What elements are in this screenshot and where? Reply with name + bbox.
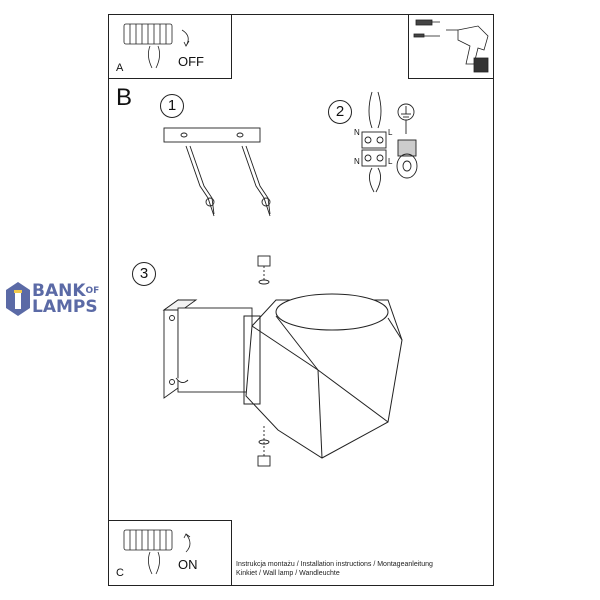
label-n-top: N [354, 128, 360, 137]
brand-name-bottom: LAMPS [32, 297, 98, 317]
terminal-block [361, 91, 387, 193]
screw-top [257, 255, 271, 286]
label-n-bottom: N [354, 157, 360, 166]
caption: Instrukcja montażu / Installation instru… [236, 560, 433, 578]
panel-c-label: C [116, 567, 124, 579]
caption-line-2: Kinkiet / Wall lamp / Wandleuchte [236, 570, 340, 577]
panel-c-switch-on [108, 520, 232, 586]
on-label: ON [178, 557, 198, 572]
step-2-marker: 2 [328, 100, 352, 124]
wall-plug-icon [413, 19, 440, 38]
step-1-marker: 1 [160, 94, 184, 118]
panel-a-label: A [116, 62, 124, 74]
supply-wires [185, 145, 271, 217]
step-3-marker: 3 [132, 262, 156, 286]
panel-b-label: B [116, 84, 133, 111]
brand-logo-text: BANKOF LAMPS [32, 281, 100, 317]
ground-icon [396, 103, 418, 179]
off-label: OFF [178, 54, 204, 69]
brand-name-of: OF [85, 286, 100, 296]
switch-on-icon [123, 529, 191, 575]
mounting-plate [163, 127, 261, 143]
caption-line-1: Instrukcja montażu / Installation instru… [236, 561, 433, 568]
panel-tools [408, 14, 494, 79]
lighthouse-logo-icon [6, 282, 30, 316]
label-l-top: L [388, 128, 393, 137]
wall-bracket [162, 299, 253, 399]
instruction-frame [108, 14, 494, 586]
brand-name-top: BANK [32, 281, 86, 301]
drill-icon [446, 25, 489, 73]
panel-a-switch-off [108, 14, 232, 79]
switch-off-icon [123, 23, 190, 69]
screw-bottom [257, 426, 271, 467]
lamp-body [243, 293, 403, 459]
label-l-bottom: L [388, 157, 393, 166]
